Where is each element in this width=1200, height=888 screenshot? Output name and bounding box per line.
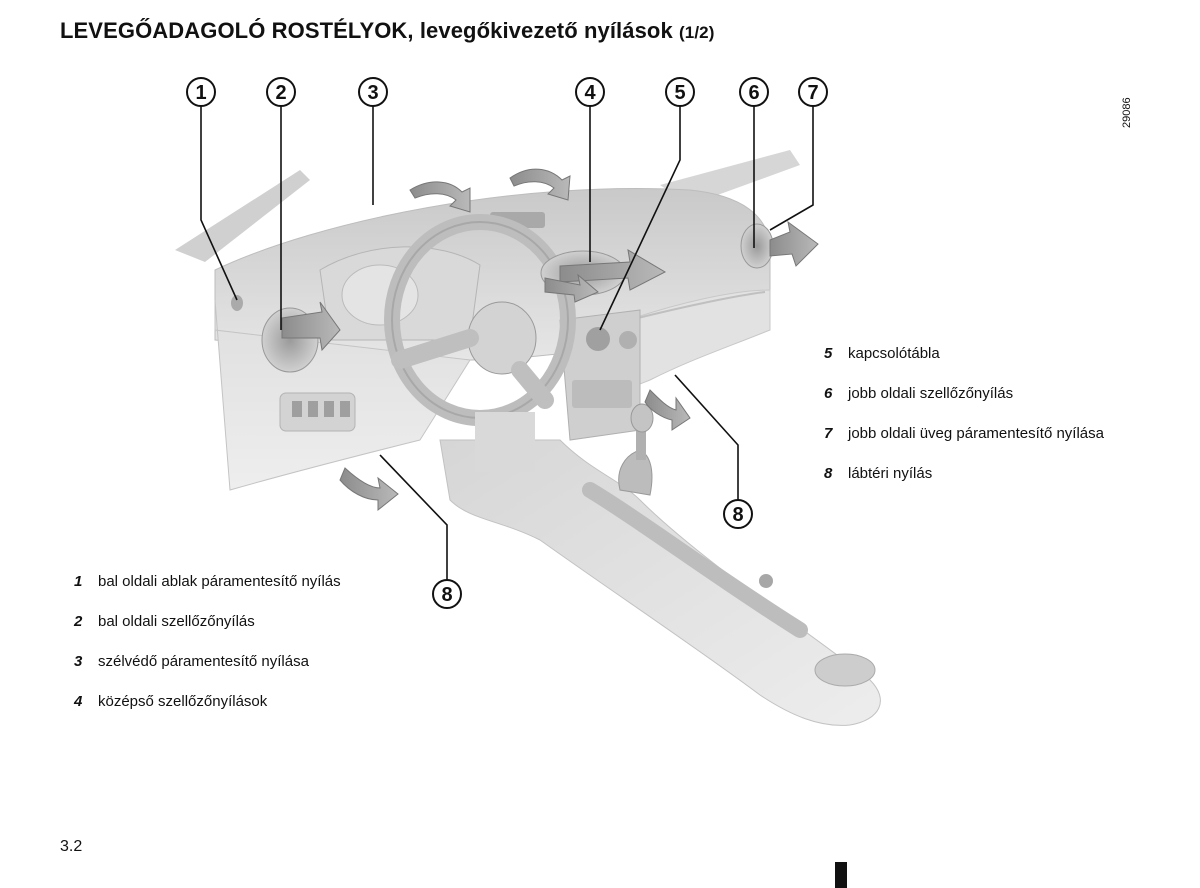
airflow-arrows (281, 168, 819, 512)
callout-label: 1 (195, 82, 206, 104)
callouts (186, 77, 828, 609)
callout-6 (739, 77, 769, 107)
callout-5 (665, 77, 695, 107)
page-edge-marker (835, 862, 847, 888)
callout-1 (186, 77, 216, 107)
legend-text: jobb oldali üveg páramentesítő nyílása (848, 425, 1104, 442)
steering-wheel (384, 214, 576, 472)
callout-7 (798, 77, 828, 107)
legend-number: 6 (824, 385, 833, 402)
legend-number: 4 (74, 693, 83, 710)
legend-item: 7 jobb oldali üveg páramentesítő nyílása (824, 424, 1104, 444)
legend-item: 2 bal oldali szellőzőnyílás (74, 612, 255, 632)
legend-number: 8 (824, 465, 833, 482)
legend-text: lábtéri nyílás (848, 465, 933, 482)
legend-text: bal oldali szellőzőnyílás (98, 613, 255, 630)
callout-8-right (723, 499, 753, 529)
legend-number: 2 (74, 613, 83, 630)
callout-label: 8 (441, 584, 452, 606)
legend-number: 1 (74, 573, 83, 590)
callout-2 (266, 77, 296, 107)
callout-label: 5 (674, 82, 685, 104)
legend-text: kapcsolótábla (848, 345, 940, 362)
legend-text: szélvédő páramentesítő nyílása (98, 653, 309, 670)
page-title: LEVEGŐADAGOLÓ ROSTÉLYOK, levegőkivezető … (60, 18, 715, 44)
title-main: LEVEGŐADAGOLÓ ROSTÉLYOK, levegőkivezető … (60, 18, 673, 43)
legend-item: 1 bal oldali ablak páramentesítő nyílás (74, 572, 341, 592)
callout-label: 7 (807, 82, 818, 104)
legend-text: középső szellőzőnyílások (98, 693, 268, 710)
callout-label: 2 (275, 82, 286, 104)
title-part: (1/2) (679, 23, 715, 42)
callout-label: 8 (732, 504, 743, 526)
callout-label: 6 (748, 82, 759, 104)
legend-text: bal oldali ablak páramentesítő nyílás (98, 573, 341, 590)
legend-item: 8 lábtéri nyílás (824, 464, 932, 484)
callout-8-left (432, 579, 462, 609)
legend-text: jobb oldali szellőzőnyílás (848, 385, 1014, 402)
callout-label: 4 (584, 82, 596, 104)
center-console (439, 403, 881, 726)
legend-item: 4 középső szellőzőnyílások (74, 692, 267, 712)
legend-number: 5 (824, 345, 833, 362)
legend-number: 3 (74, 653, 83, 670)
legend-item: 6 jobb oldali szellőzőnyílás (824, 384, 1013, 404)
callout-label: 3 (367, 82, 378, 104)
legend-item: 5 kapcsolótábla (824, 344, 940, 364)
callout-3 (358, 77, 388, 107)
legend-item: 3 szélvédő páramentesítő nyílása (74, 652, 309, 672)
legend-number: 7 (824, 425, 833, 442)
callout-4 (575, 77, 605, 107)
page-number: 3.2 (60, 838, 83, 855)
leader-lines (200, 106, 814, 580)
